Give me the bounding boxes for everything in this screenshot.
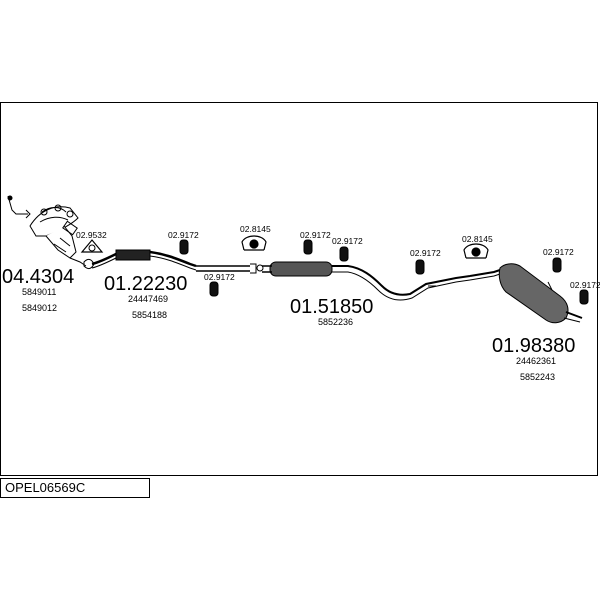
clamp-icon — [241, 235, 267, 251]
middle-part-number: 01.51850 — [290, 296, 373, 318]
manifold-ref-2: 5849012 — [22, 303, 57, 313]
hanger-icon — [303, 239, 313, 255]
rear-part-number: 01.98380 — [492, 335, 575, 357]
manifold-drawing — [7, 195, 87, 267]
clamp-icons — [241, 235, 489, 259]
hanger-b-number: 02.9172 — [204, 272, 235, 282]
hanger-icon — [415, 259, 425, 275]
manifold-part-number: 04.4304 — [2, 266, 74, 288]
rear-ref-1: 24462361 — [516, 356, 556, 366]
hanger-icon — [209, 281, 219, 297]
front-pipe-ref-2: 5854188 — [132, 310, 167, 320]
hanger-e-number: 02.9172 — [410, 248, 441, 258]
front-pipe-drawing — [91, 249, 264, 274]
gasket-icon — [80, 239, 104, 253]
hanger-icon — [579, 289, 589, 305]
middle-silencer-drawing — [262, 261, 471, 301]
clamp-b-number: 02.8145 — [462, 234, 493, 244]
hanger-g-number: 02.9172 — [570, 280, 600, 290]
middle-ref-1: 5852236 — [318, 317, 353, 327]
rear-silencer-drawing — [469, 263, 583, 324]
hanger-f-number: 02.9172 — [543, 247, 574, 257]
manifold-ref-1: 5849011 — [22, 287, 56, 297]
assembly-code-label: OPEL06569C — [0, 478, 150, 498]
gasket-number: 02.9532 — [76, 230, 107, 240]
hanger-icon — [552, 257, 562, 273]
hanger-a-number: 02.9172 — [168, 230, 199, 240]
rear-ref-2: 5852243 — [520, 372, 555, 382]
clamp-a-number: 02.8145 — [240, 224, 271, 234]
front-pipe-part-number: 01.22230 — [104, 273, 187, 295]
clamp-icon — [463, 243, 489, 259]
hanger-d-number: 02.9172 — [332, 236, 363, 246]
hanger-icons — [179, 239, 589, 305]
hanger-c-number: 02.9172 — [300, 230, 331, 240]
hanger-icon — [339, 246, 349, 262]
front-pipe-ref-1: 24447469 — [128, 294, 168, 304]
diagram-frame — [0, 102, 598, 476]
hanger-icon — [179, 239, 189, 255]
